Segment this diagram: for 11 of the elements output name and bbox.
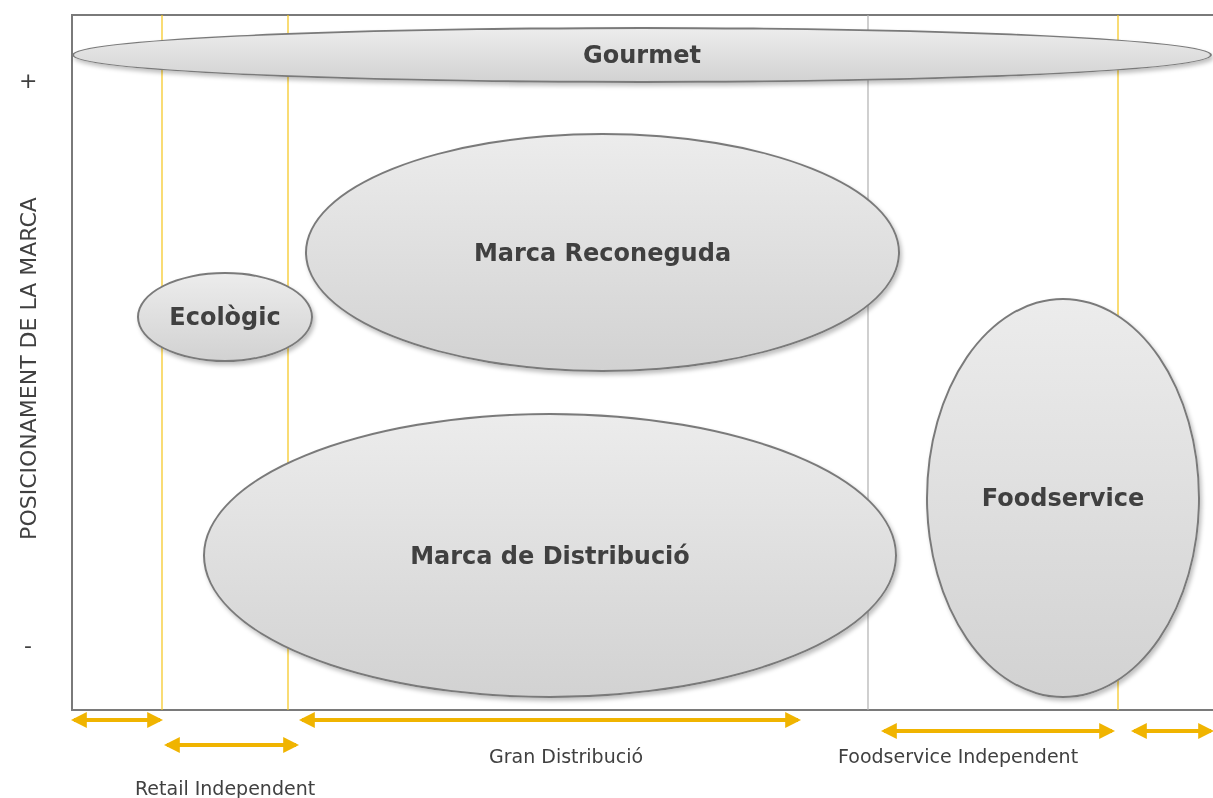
segment-label: Marca Reconeguda	[473, 238, 732, 267]
axis-end-label: -	[24, 632, 32, 658]
segment-label: Foodservice	[981, 484, 1145, 512]
segment-ellipse	[72, 27, 1212, 83]
segment-label: Gourmet	[583, 41, 701, 69]
range-label: Foodservice Independent	[838, 745, 1079, 767]
axis-end-label: +	[19, 67, 38, 93]
segment-label: Ecològic	[169, 303, 281, 331]
range-label: Gran Distribució	[489, 745, 644, 767]
axis-title: POSICIONAMENT DE LA MARCA	[15, 196, 41, 540]
segment-label: Marca de Distribució	[410, 541, 690, 570]
